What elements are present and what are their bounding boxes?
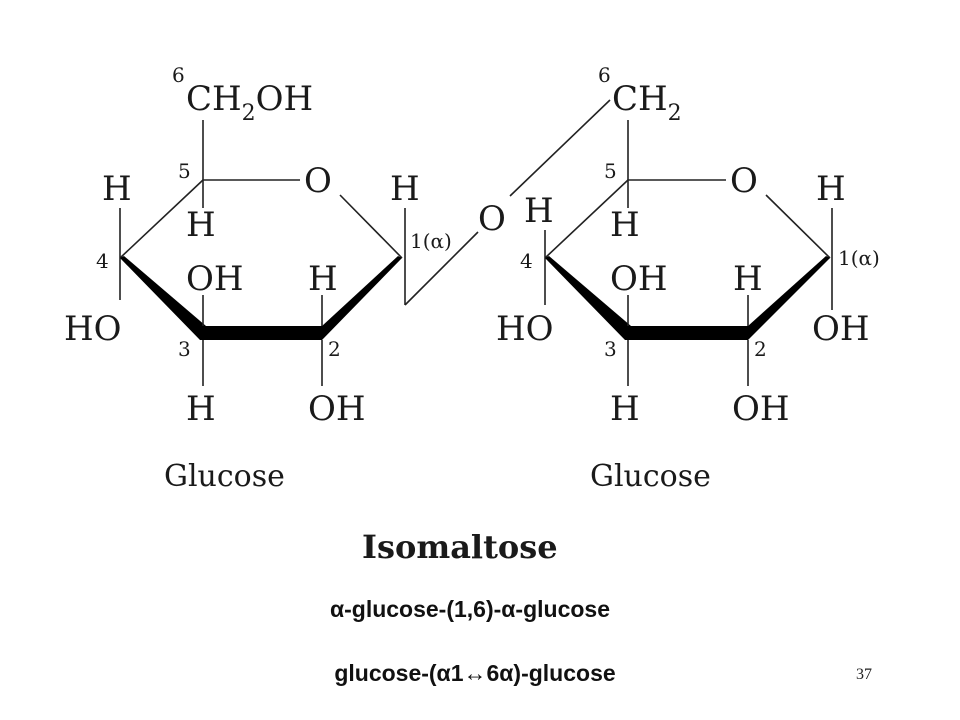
compound-title: Isomaltose: [362, 528, 558, 566]
left-oh-c2: OH: [308, 389, 366, 429]
left-glucose: 6 CH2OH 5 H O H 4 HO OH 3 H H 2 OH: [64, 63, 479, 494]
left-c5-c4-bond: [119, 179, 204, 259]
left-c6-number: 6: [172, 63, 185, 87]
right-c4-number: 4: [520, 249, 533, 273]
right-c1-number: 1(α): [838, 246, 880, 270]
left-c4-c3-wedge: [120, 256, 206, 340]
left-c1-number: 1(α): [410, 229, 452, 253]
left-c2-c1-wedge: [322, 256, 402, 340]
left-c4-number: 4: [96, 249, 109, 273]
right-oh-c2: OH: [732, 389, 790, 429]
right-c2-c1-wedge: [748, 256, 830, 340]
left-c6-ch: CH: [186, 79, 242, 119]
right-c2-number: 2: [754, 337, 767, 361]
alpha-linkage-description: α-glucose-(1,6)-α-glucose: [329, 596, 611, 622]
right-c4-c3-wedge: [545, 256, 631, 340]
right-c3-number: 3: [604, 337, 617, 361]
right-h-c2: H: [733, 259, 763, 299]
left-h-c3: H: [186, 389, 216, 429]
left-o-c1-bond: [339, 194, 403, 259]
right-h-c4: H: [524, 191, 554, 231]
right-o-c1-bond: [765, 194, 831, 259]
left-c5-number: 5: [178, 159, 191, 183]
right-c6-group: CH2: [612, 79, 682, 126]
right-h-c1: H: [816, 169, 846, 209]
left-c6-group: CH2OH: [186, 79, 313, 126]
page-number: 37: [856, 666, 872, 683]
right-ring-oxygen: O: [730, 161, 758, 201]
right-oh-c3: OH: [610, 259, 668, 299]
right-oh-c1: OH: [812, 309, 870, 349]
left-h-c4: H: [102, 169, 132, 209]
left-c6-oh: OH: [256, 79, 314, 119]
left-c3-c2-bold-bond: [200, 326, 322, 340]
left-oh-c3: OH: [186, 259, 244, 299]
glycosidic-oxygen: O: [478, 199, 506, 239]
left-c6-subscript: 2: [242, 101, 256, 126]
right-ho-c4: HO: [496, 309, 554, 349]
left-c3-number: 3: [178, 337, 191, 361]
left-h-c2: H: [308, 259, 338, 299]
left-c1-bridge-bond: [404, 231, 479, 306]
right-h-c5: H: [610, 205, 640, 245]
right-glucose-caption: Glucose: [590, 459, 711, 494]
right-c6-number: 6: [598, 63, 611, 87]
right-glucose: 6 CH2 5 H O H 4 HO OH 3 H H 2 OH: [496, 63, 880, 494]
right-c3-c2-bold-bond: [625, 326, 748, 340]
left-c2-number: 2: [328, 337, 341, 361]
left-ho-c4: HO: [64, 309, 122, 349]
left-h-c1: H: [390, 169, 420, 209]
left-h-c5: H: [186, 205, 216, 245]
left-ring-oxygen: O: [304, 161, 332, 201]
right-c5-number: 5: [604, 159, 617, 183]
right-c5-c4-bond: [544, 179, 629, 259]
bridge-o-c6-bond: [509, 99, 611, 197]
linkage-notation: glucose-(α1↔6α)-glucose: [334, 660, 616, 686]
right-h-c3: H: [610, 389, 640, 429]
right-c6-subscript: 2: [668, 101, 682, 126]
left-glucose-caption: Glucose: [164, 459, 285, 494]
right-c6-ch: CH: [612, 79, 668, 119]
